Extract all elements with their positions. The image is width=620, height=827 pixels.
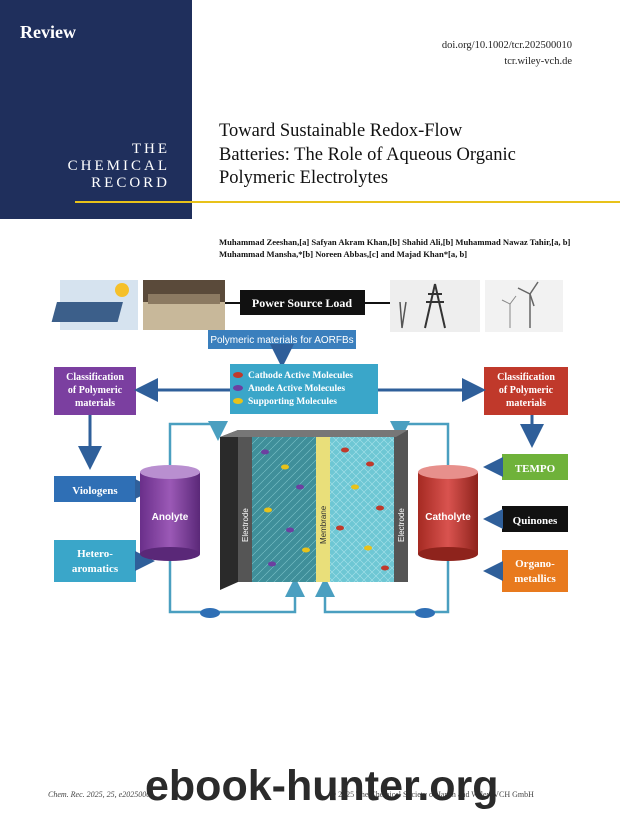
wind-turbine-image [485, 280, 563, 332]
membrane-label: Membrane [319, 505, 328, 544]
author-list: Muhammad Zeeshan,[a] Safyan Akram Khan,[… [219, 236, 599, 260]
right-class-line: Classification [497, 372, 555, 383]
authors-line: Muhammad Mansha,*[b] Noreen Abbas,[c] an… [219, 249, 468, 259]
right-class-line: materials [506, 398, 546, 409]
tempo-label: TEMPO [515, 463, 556, 475]
supporting-molecule-icon [233, 398, 243, 404]
rights-footer: © 2025 The Chemical Society of Japan and… [330, 790, 534, 799]
catholyte-label: Catholyte [425, 512, 471, 523]
authors-line: Muhammad Zeeshan,[a] Safyan Akram Khan,[… [219, 237, 571, 247]
organometallics-box [502, 550, 568, 592]
journal-line: RECORD [91, 175, 170, 191]
article-title: Toward Sustainable Redox-Flow Batteries:… [219, 120, 599, 191]
divider-line [75, 201, 620, 203]
left-class-line: materials [75, 398, 115, 409]
hetero-line: aromatics [72, 563, 119, 575]
section-label: Review [20, 22, 76, 42]
catholyte-flow-bottom [315, 561, 450, 614]
cathode-particles [336, 447, 389, 571]
anolyte-label: Anolyte [152, 512, 189, 523]
watermark-text: ebook-hunter.org [145, 762, 499, 810]
site-link[interactable]: tcr.wiley-vch.de [504, 56, 572, 67]
anolyte-flow-top [168, 421, 228, 465]
cathode-label: Cathode Active Molecules [248, 371, 353, 381]
left-class-line: of Polymeric [68, 385, 123, 396]
cathode-molecule-icon [233, 372, 243, 378]
right-class-line: of Polymeric [499, 385, 554, 396]
journal-line: CHEMICAL [67, 158, 170, 174]
polymer-materials-label: Polymeric materials for AORFBs [210, 335, 353, 346]
left-pump-icon [200, 608, 220, 618]
title-line: Batteries: The Role of Aqueous Organic [219, 144, 516, 165]
anode-molecule-icon [233, 385, 243, 391]
left-electrode-label: Electrode [241, 508, 250, 542]
power-source-box [240, 290, 365, 315]
heteroaromatics-box [54, 540, 136, 582]
title-line: Toward Sustainable Redox-Flow [219, 121, 463, 141]
tempo-box [502, 454, 568, 480]
flow-cell [220, 430, 408, 590]
doi-block: doi.org/10.1002/tcr.202500010 tcr.wiley-… [442, 38, 572, 70]
quinones-label: Quinones [513, 515, 558, 527]
right-pump-icon [415, 608, 435, 618]
doi-link[interactable]: doi.org/10.1002/tcr.202500010 [441, 40, 572, 51]
quinones-box [502, 506, 568, 532]
anolyte-flow-bottom [168, 561, 305, 614]
left-classification-box [54, 367, 136, 415]
anolyte-tank [140, 465, 200, 561]
supporting-label: Supporting Molecules [248, 397, 337, 407]
organo-line: metallics [514, 573, 556, 585]
polymer-materials-box [208, 330, 356, 349]
journal-banner: Review THE CHEMICAL RECORD [0, 0, 192, 219]
anode-particles [261, 449, 310, 567]
viologens-label: Viologens [72, 485, 118, 497]
journal-line: THE [131, 141, 170, 157]
power-source-label: Power Source Load [252, 296, 353, 310]
viologens-box [54, 476, 136, 502]
solar-panel-image [51, 280, 138, 330]
anode-label: Anode Active Molecules [248, 384, 345, 394]
graphical-abstract: Power Source Load Polymeric materials fo… [51, 280, 568, 618]
molecules-box [230, 364, 378, 414]
right-electrode-label: Electrode [397, 508, 406, 542]
transmission-tower-image [390, 280, 480, 332]
left-class-line: Classification [66, 372, 124, 383]
right-classification-box [484, 367, 568, 415]
hetero-line: Hetero- [77, 548, 113, 560]
title-line: Polymeric Electrolytes [219, 168, 389, 188]
catholyte-tank [418, 465, 478, 561]
citation-footer: Chem. Rec. 2025, 25, e2025000 [48, 790, 151, 799]
journal-name: THE CHEMICAL RECORD [68, 141, 170, 192]
organo-line: Organo- [515, 558, 555, 570]
dam-image [143, 280, 225, 330]
